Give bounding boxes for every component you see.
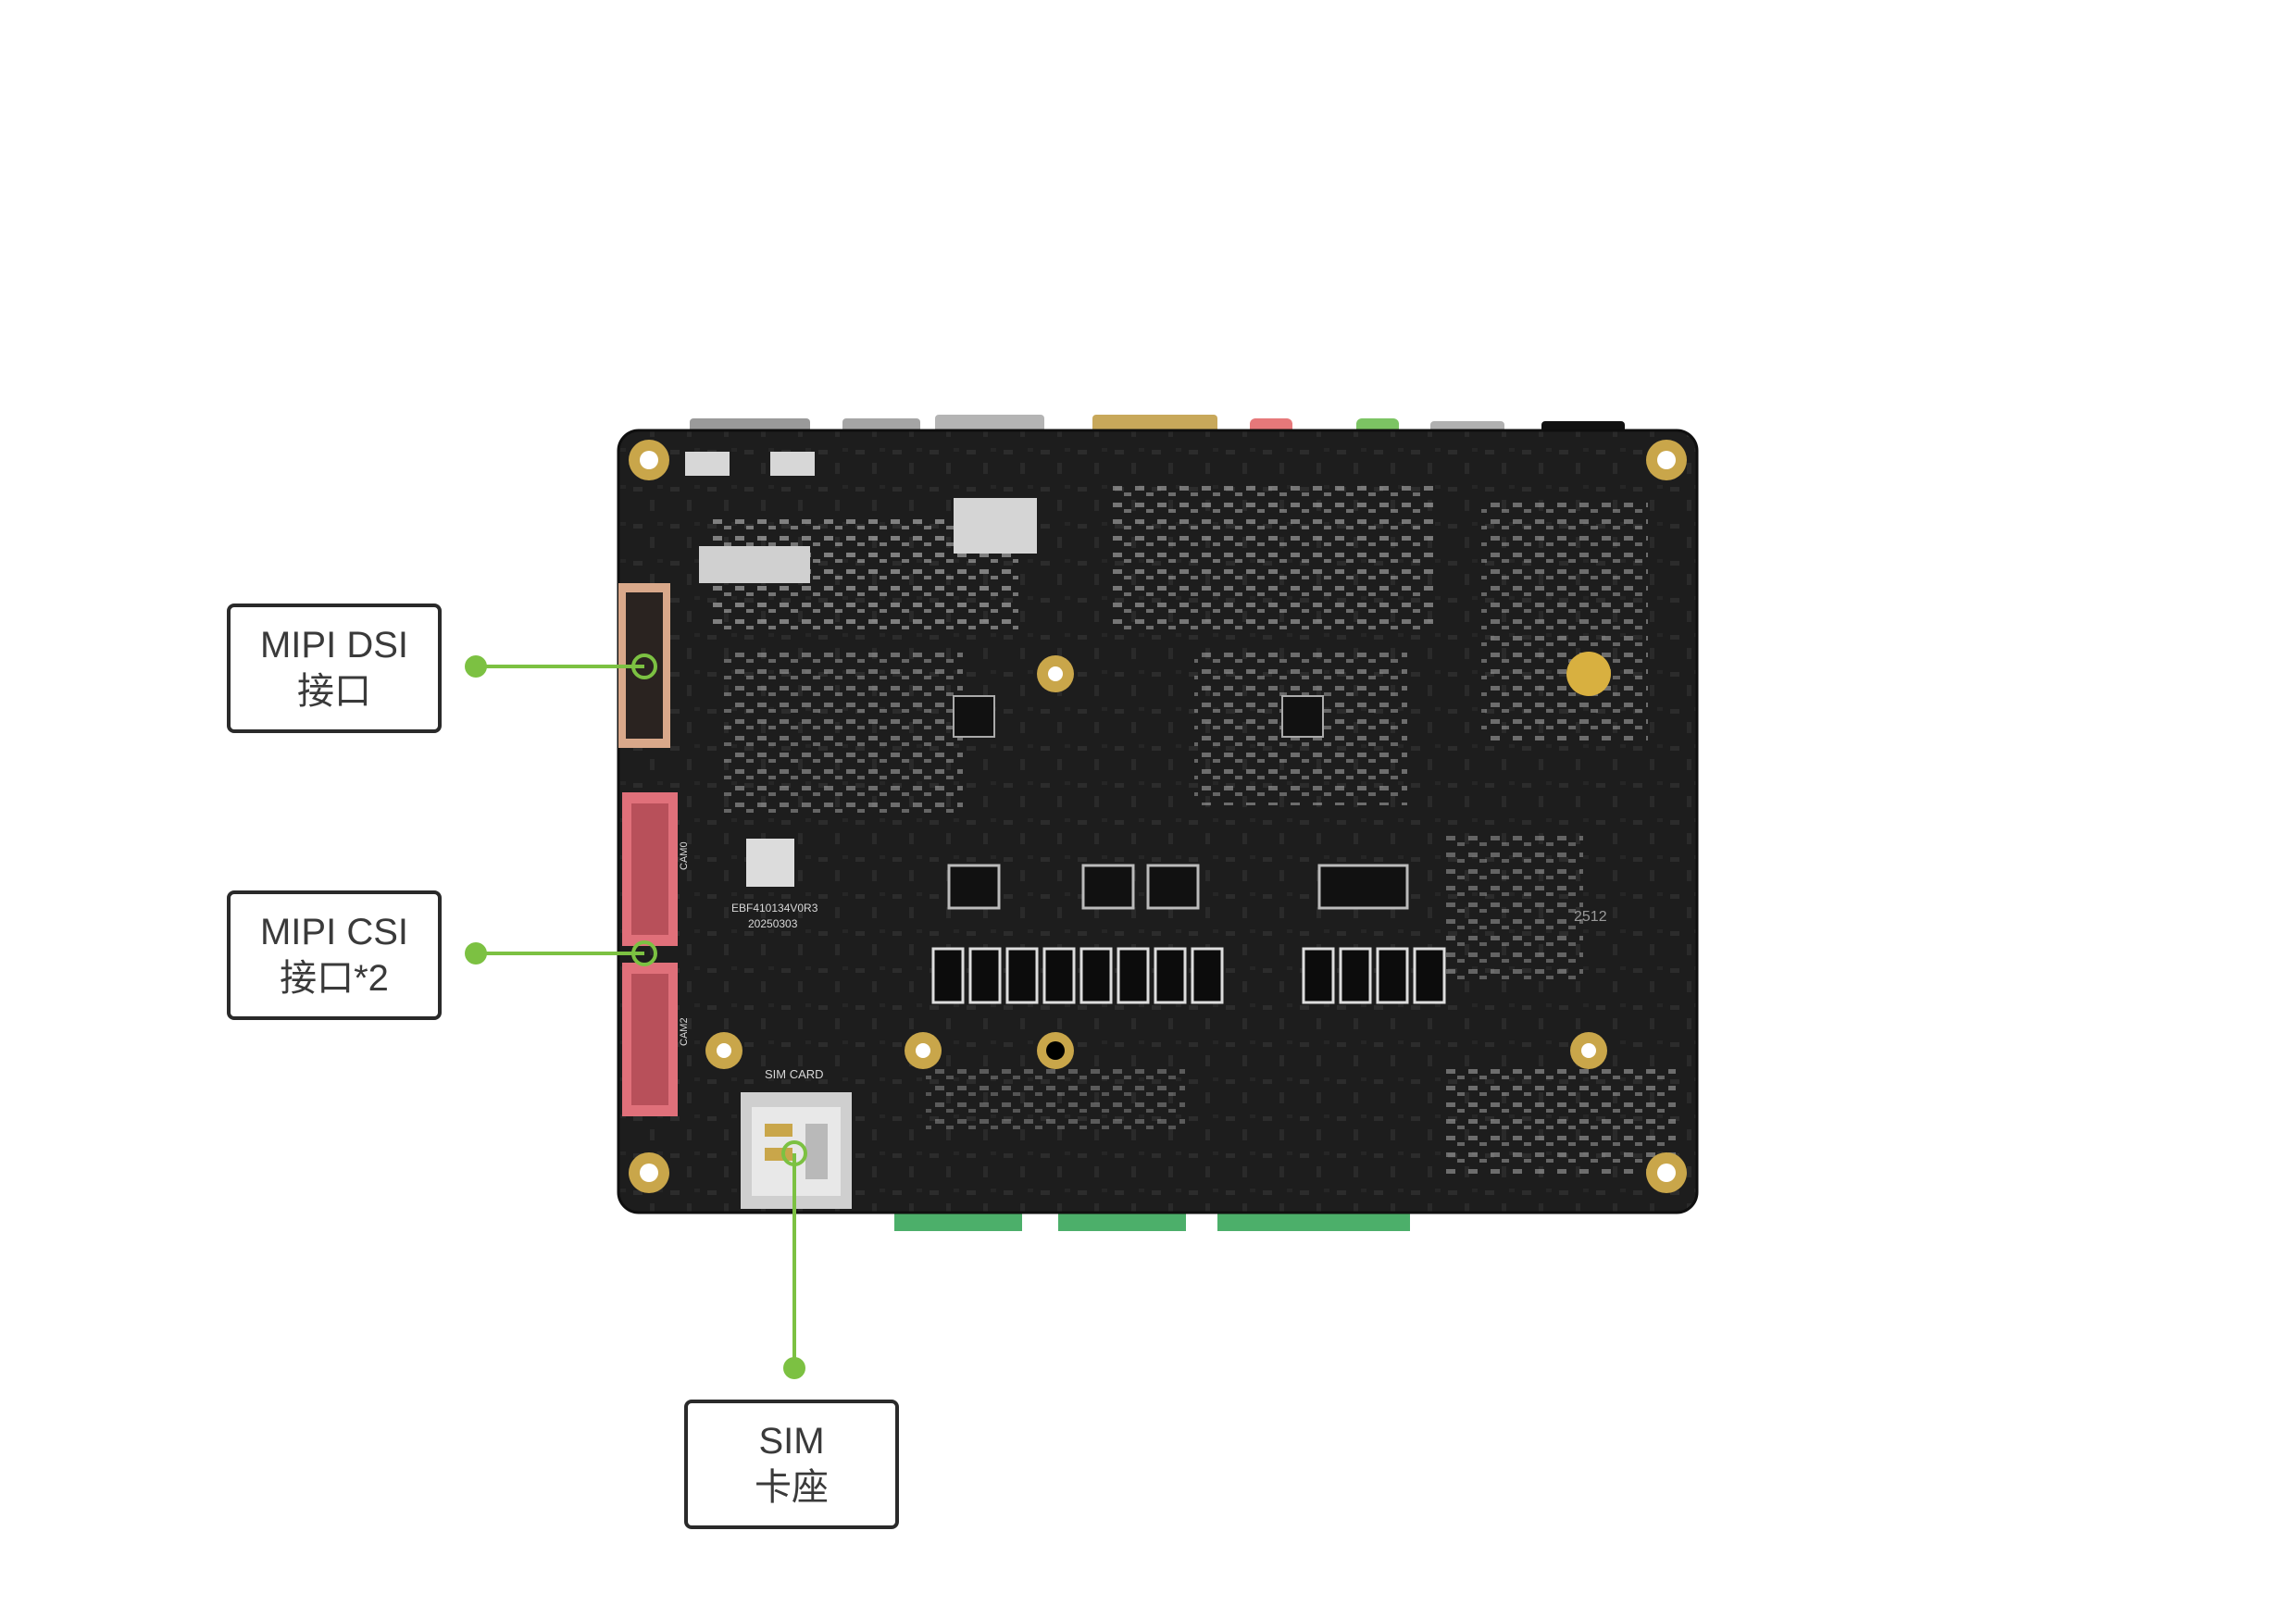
silkscreen-cam2: CAM2 bbox=[679, 1017, 690, 1046]
sim-anchor-dot bbox=[783, 1357, 805, 1379]
header-pins bbox=[685, 452, 1037, 583]
power-components bbox=[931, 947, 1446, 1004]
callout-mipi-csi-line1: MIPI CSI bbox=[259, 912, 409, 952]
silkscreen-cam0: CAM0 bbox=[679, 841, 690, 870]
dsi-target-ring bbox=[631, 653, 657, 679]
callout-targets bbox=[631, 653, 807, 1166]
callout-lines bbox=[476, 665, 796, 1368]
mipi-csi-connectors bbox=[622, 792, 678, 1116]
callout-mipi-dsi-line1: MIPI DSI bbox=[259, 625, 409, 666]
callout-dots bbox=[465, 655, 805, 1379]
silkscreen-date: 20250303 bbox=[748, 917, 798, 930]
callout-mipi-dsi: MIPI DSI 接口 bbox=[227, 604, 442, 733]
silkscreen-id: EBF410134V0R3 bbox=[731, 902, 818, 915]
sim-target-ring bbox=[781, 1140, 807, 1166]
callout-mipi-csi: MIPI CSI 接口*2 bbox=[227, 890, 442, 1020]
mounting-holes bbox=[629, 440, 1687, 1193]
qr-label bbox=[746, 839, 794, 887]
callout-sim-line2: 卡座 bbox=[755, 1467, 829, 1508]
silkscreen-code: 2512 bbox=[1574, 909, 1607, 925]
dsi-anchor-dot bbox=[465, 655, 487, 678]
csi-target-ring bbox=[631, 940, 657, 966]
callout-mipi-dsi-line2: 接口 bbox=[297, 671, 371, 712]
ic-chips bbox=[947, 695, 1409, 910]
callout-mipi-csi-line2: 接口*2 bbox=[280, 958, 389, 999]
callout-sim: SIM 卡座 bbox=[684, 1400, 899, 1529]
csi-anchor-dot bbox=[465, 942, 487, 965]
callout-sim-line1: SIM bbox=[758, 1421, 825, 1462]
silkscreen-sim-card: SIM CARD bbox=[765, 1067, 824, 1081]
